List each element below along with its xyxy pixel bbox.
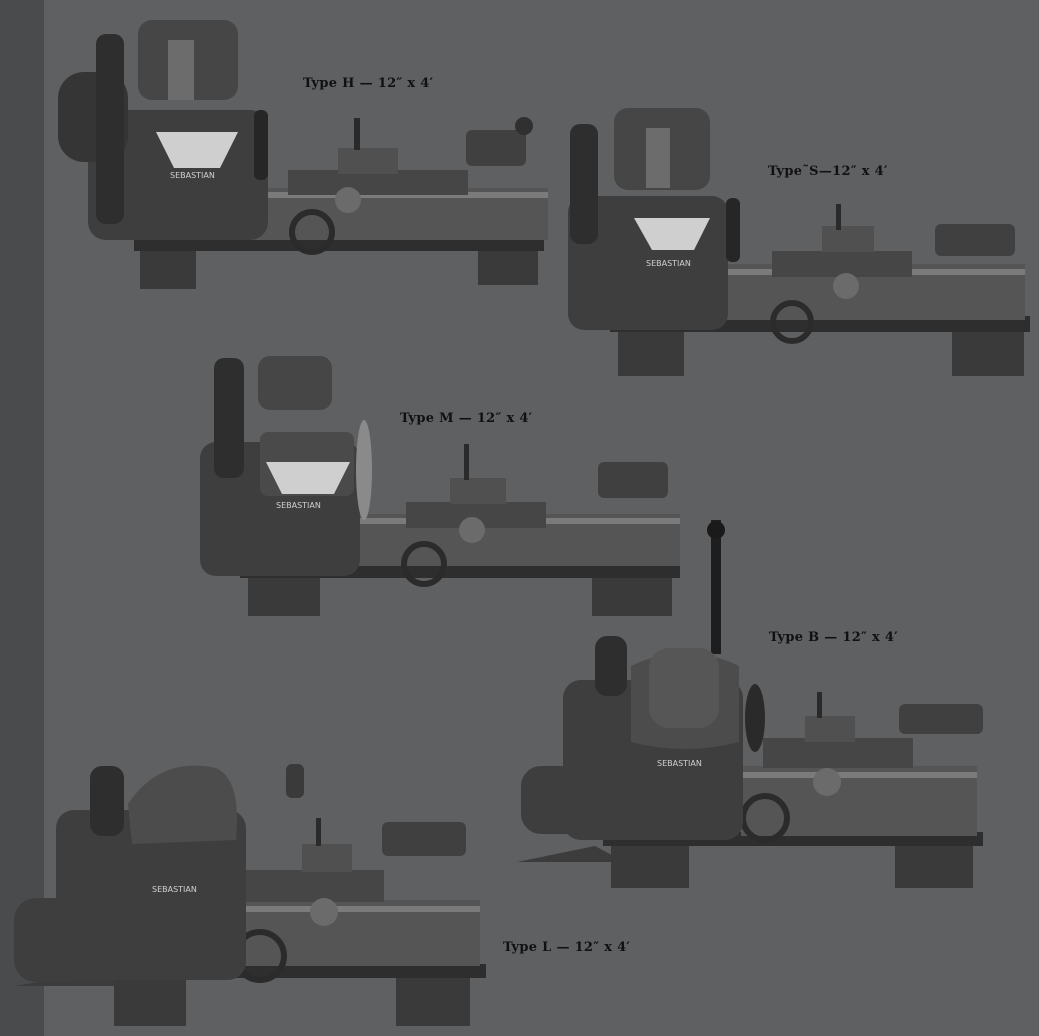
caption-type-b: Type B — 12″ x 4′ (769, 630, 898, 645)
lathe-type-h-photo: SEBASTIAN (58, 20, 548, 289)
caption-type-s: Type˜S—12″ x 4′ (768, 164, 888, 179)
page-edge (0, 0, 44, 1036)
nameplate-b: SEBASTIAN (657, 759, 702, 768)
caption-type-h: Type H — 12″ x 4′ (303, 76, 434, 91)
caption-type-m: Type M — 12″ x 4′ (400, 411, 533, 426)
nameplate-l: SEBASTIAN (152, 885, 197, 894)
caption-type-l: Type L — 12″ x 4′ (503, 940, 631, 955)
lathe-type-b-photo: SEBASTIAN (517, 520, 983, 888)
lathe-type-s-photo: SEBASTIAN (568, 108, 1030, 376)
nameplate-s: SEBASTIAN (646, 259, 691, 268)
nameplate-h: SEBASTIAN (170, 171, 215, 180)
lathe-type-l-photo: SEBASTIAN (14, 764, 486, 1026)
lathe-type-m-photo: SEBASTIAN (200, 356, 680, 616)
nameplate-m: SEBASTIAN (276, 501, 321, 510)
